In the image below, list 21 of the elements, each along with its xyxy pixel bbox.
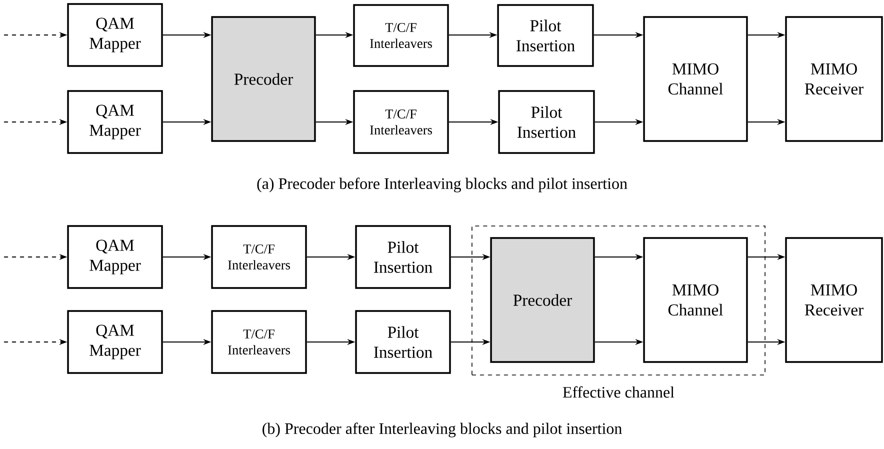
group-label: Effective channel: [562, 386, 674, 398]
figure-caption: (b) Precoder after Interleaving blocks and pilot insertion: [262, 422, 622, 438]
process-box: T/C/F Interleavers: [211, 310, 307, 374]
process-box: QAM Mapper: [67, 225, 163, 289]
process-box: MIMO Receiver: [785, 237, 883, 363]
process-box: Precoder: [211, 16, 316, 142]
process-box: QAM Mapper: [67, 3, 163, 67]
process-box: MIMO Channel: [643, 237, 748, 363]
process-box: Pilot Insertion: [497, 4, 594, 67]
process-box: T/C/F Interleavers: [211, 225, 307, 289]
process-box: Pilot Insertion: [498, 90, 595, 154]
figure-caption: (a) Precoder before Interleaving blocks and pilot insertion: [257, 178, 628, 192]
process-box: MIMO Receiver: [785, 16, 883, 142]
process-box: Precoder: [490, 237, 595, 363]
process-box: QAM Mapper: [67, 90, 163, 154]
process-box: Pilot Insertion: [355, 225, 451, 289]
process-box: T/C/F Interleavers: [353, 4, 449, 67]
process-box: MIMO Channel: [643, 16, 748, 142]
process-box: T/C/F Interleavers: [353, 90, 449, 154]
process-box: QAM Mapper: [67, 310, 163, 374]
process-box: Pilot Insertion: [355, 310, 451, 374]
